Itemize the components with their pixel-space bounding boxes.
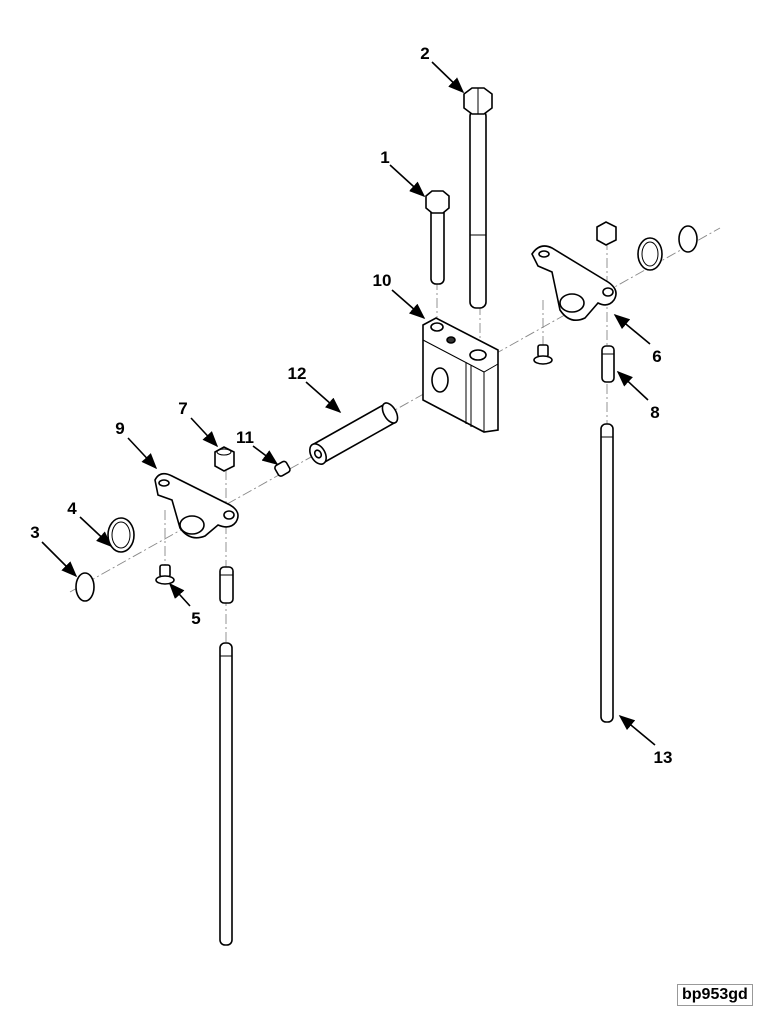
- part-9-rocker-lever: [154, 472, 239, 539]
- callout-labels: 1 2 3 4 5 6 7 8 9 10 11 12 13: [30, 44, 672, 767]
- part-10-rocker-shaft-pedestal: [422, 317, 499, 433]
- figure-id-label: bp953gd: [677, 984, 753, 1006]
- pushrod-left: [219, 642, 233, 946]
- retaining-ring-right: [678, 225, 698, 253]
- callout-9: 9: [115, 419, 124, 438]
- part-5-adjusting-screw: [155, 564, 175, 585]
- socket-left: [219, 566, 234, 604]
- callout-arrows: [41, 61, 656, 746]
- callout-3: 3: [30, 523, 39, 542]
- part-7-nut: [214, 446, 235, 472]
- callout-10: 10: [373, 271, 392, 290]
- callout-13: 13: [654, 748, 673, 767]
- part-11-plug: [274, 460, 291, 477]
- callout-1: 1: [380, 148, 389, 167]
- part-2-long-bolt: [463, 87, 493, 309]
- part-8-socket: [601, 345, 615, 383]
- part-1-short-bolt: [425, 190, 450, 285]
- callout-4: 4: [67, 499, 77, 518]
- callout-12: 12: [288, 364, 307, 383]
- callout-6: 6: [652, 347, 661, 366]
- part-4-thrust-washer: [107, 517, 135, 553]
- adjusting-screw-right: [533, 344, 553, 365]
- callout-5: 5: [191, 609, 200, 628]
- part-6-rocker-lever: [531, 245, 617, 321]
- part-3-retaining-ring: [75, 572, 95, 602]
- callout-2: 2: [420, 44, 429, 63]
- washer-right: [637, 237, 663, 271]
- callout-8: 8: [650, 403, 659, 422]
- callout-11: 11: [236, 428, 254, 447]
- callout-7: 7: [178, 399, 187, 418]
- part-12-rocker-shaft: [309, 402, 399, 465]
- part-13-pushrod: [600, 423, 614, 723]
- nut-right: [596, 221, 617, 246]
